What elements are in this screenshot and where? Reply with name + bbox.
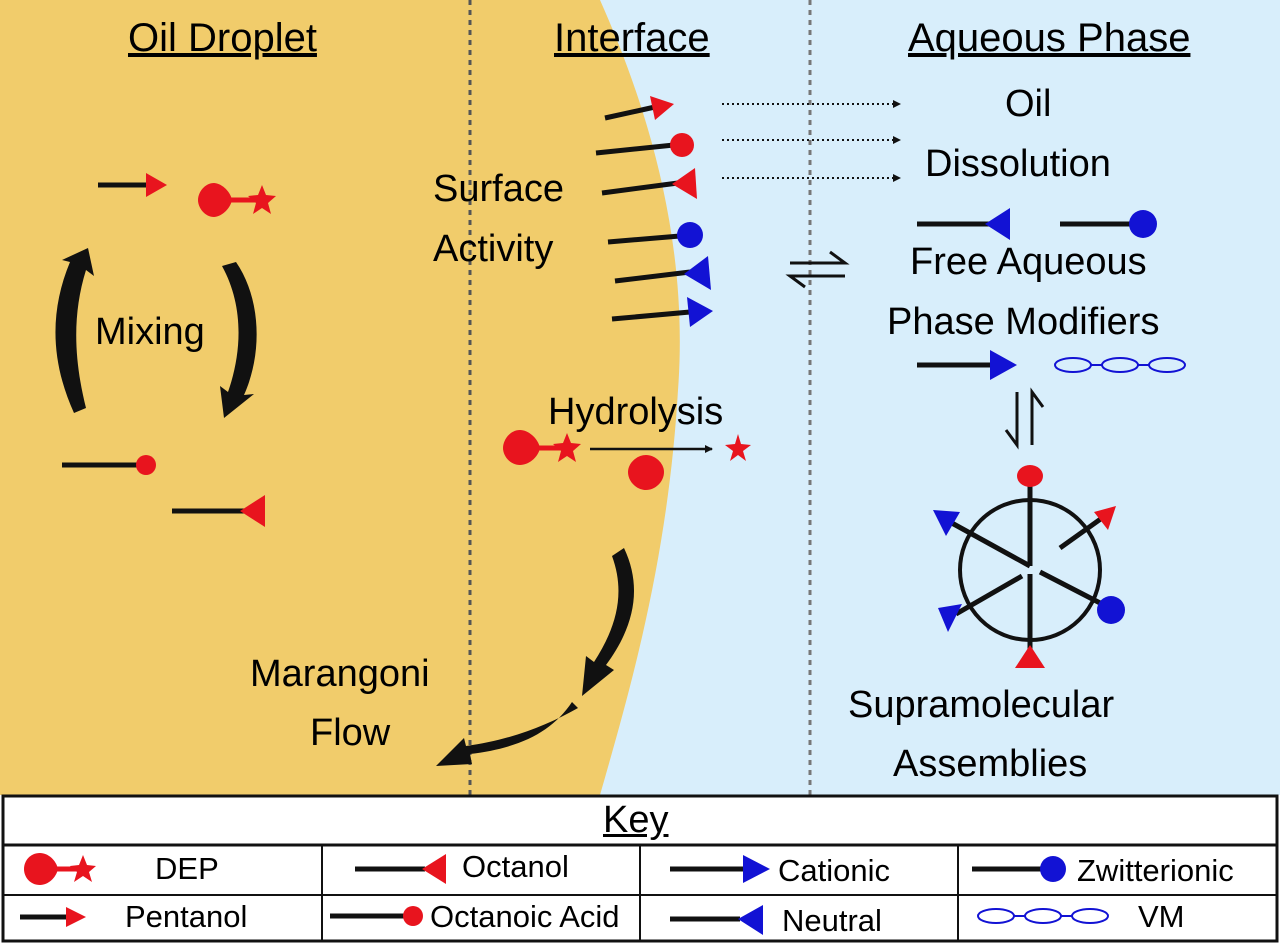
free-zwitterionic bbox=[1060, 210, 1157, 238]
key-pentanol-icon bbox=[20, 907, 86, 927]
key-label-zwitterionic: Zwitterionic bbox=[1077, 853, 1234, 888]
label-dissolution: Dissolution bbox=[925, 143, 1111, 185]
key-dep-icon bbox=[24, 853, 96, 885]
key-neutral-icon bbox=[670, 905, 763, 935]
interface-octanoic-acid bbox=[595, 133, 694, 157]
marangoni-arrow-lower bbox=[436, 702, 578, 766]
key-label-neutral: Neutral bbox=[782, 903, 882, 938]
label-activity: Activity bbox=[433, 228, 554, 270]
hydrolysis-product-head bbox=[628, 455, 664, 490]
key-octanol-icon bbox=[355, 854, 446, 884]
label-surface: Surface bbox=[433, 168, 564, 210]
mixing-arrow-up bbox=[55, 248, 94, 413]
label-flow: Flow bbox=[310, 712, 391, 754]
free-neutral bbox=[917, 208, 1010, 240]
key-label-pentanol: Pentanol bbox=[125, 899, 248, 934]
octanoic-acid-molecule bbox=[62, 455, 156, 475]
header-interface: Interface bbox=[554, 16, 710, 60]
dep-molecule bbox=[198, 183, 276, 217]
free-vm bbox=[1054, 357, 1186, 373]
label-supramolecular: Supramolecular bbox=[848, 684, 1115, 726]
key-zwitterionic-icon bbox=[972, 856, 1066, 882]
key-title: Key bbox=[603, 799, 669, 841]
equilibrium-arrow-horizontal bbox=[785, 250, 850, 289]
interface-cationic bbox=[611, 297, 713, 327]
header-oil-droplet: Oil Droplet bbox=[128, 16, 317, 60]
key-cationic-icon bbox=[670, 855, 770, 883]
label-oil: Oil bbox=[1005, 83, 1052, 125]
key-label-vm: VM bbox=[1138, 899, 1185, 934]
octanol-molecule bbox=[172, 495, 265, 527]
key-label-octanol: Octanol bbox=[462, 849, 569, 884]
header-aqueous-phase: Aqueous Phase bbox=[908, 16, 1191, 60]
interface-zwitterionic bbox=[607, 222, 703, 248]
free-cationic bbox=[917, 350, 1017, 380]
oil-droplet-region bbox=[0, 0, 680, 795]
label-free-aqueous: Free Aqueous bbox=[910, 241, 1147, 283]
marangoni-arrow-upper bbox=[582, 548, 635, 696]
key-label-octanoic-acid: Octanoic Acid bbox=[430, 899, 620, 934]
key-label-dep: DEP bbox=[155, 851, 219, 886]
pentanol-molecule bbox=[98, 173, 167, 197]
hydrolysis-dep bbox=[503, 430, 581, 465]
supramolecular-assembly bbox=[933, 465, 1125, 668]
key-octanoic-acid-icon bbox=[330, 906, 423, 926]
label-phase-modifiers: Phase Modifiers bbox=[887, 301, 1160, 343]
key-vm-icon bbox=[977, 908, 1109, 924]
label-assemblies: Assemblies bbox=[893, 743, 1088, 785]
equilibrium-arrow-vertical bbox=[1004, 387, 1045, 450]
label-mixing: Mixing bbox=[95, 311, 205, 353]
label-marangoni: Marangoni bbox=[250, 653, 430, 695]
interface-octanol bbox=[601, 168, 697, 199]
key-label-cationic: Cationic bbox=[778, 853, 890, 888]
interface-pentanol bbox=[604, 96, 674, 121]
interface-neutral bbox=[614, 256, 711, 290]
mixing-arrow-down bbox=[220, 262, 257, 418]
label-hydrolysis: Hydrolysis bbox=[548, 391, 724, 433]
hydrolysis-product-star bbox=[725, 434, 751, 461]
